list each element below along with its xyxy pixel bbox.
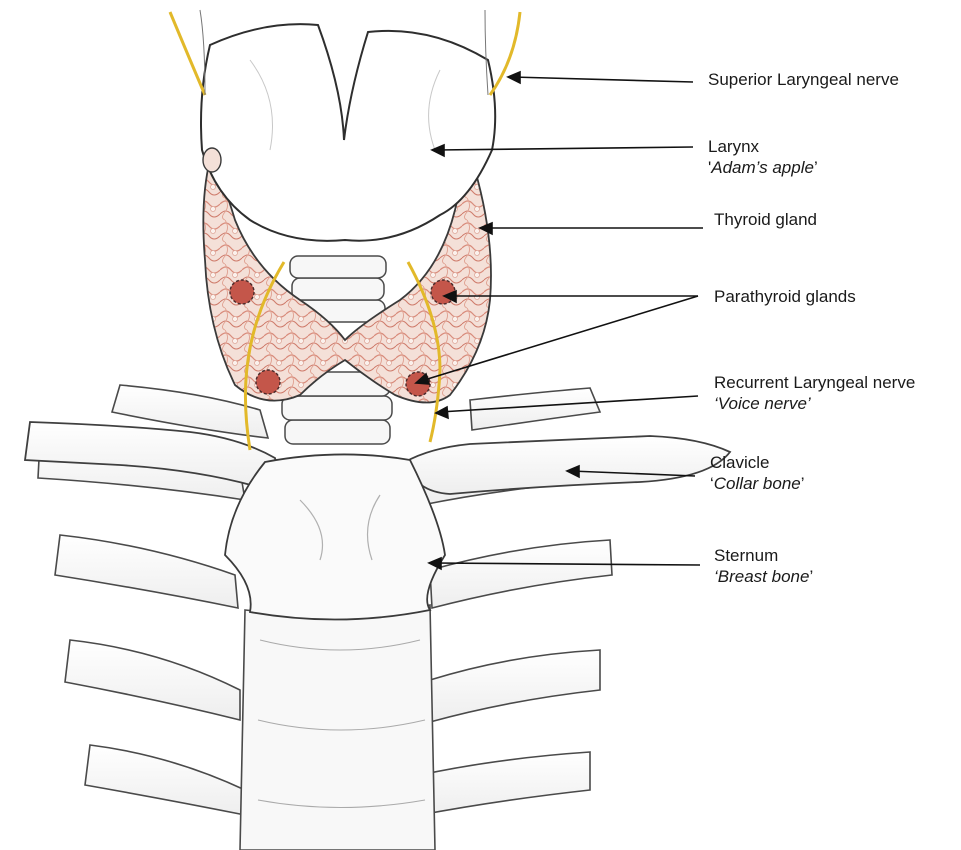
label-title: Larynx [708,137,759,156]
label-subtitle: ‘Collar bone’ [710,473,805,494]
label-title: Recurrent Laryngeal nerve [714,373,915,392]
larynx-shape [201,24,495,241]
label-larynx: Larynx 'Adam’s apple’ [708,136,818,178]
label-subtitle: ‘Voice nerve’ [714,393,915,414]
label-title: Superior Laryngeal nerve [708,70,899,89]
label-subtitle: 'Adam’s apple’ [708,157,818,178]
label-sternum: Sternum ‘Breast bone’ [714,545,813,587]
label-thyroid-gland: Thyroid gland [714,209,817,230]
label-title: Clavicle [710,453,770,472]
sternum [225,454,445,619]
label-title: Thyroid gland [714,210,817,229]
label-title: Parathyroid glands [714,287,856,306]
label-parathyroid-glands: Parathyroid glands [714,286,856,307]
label-title: Sternum [714,546,778,565]
label-recurrent-laryngeal-nerve: Recurrent Laryngeal nerve ‘Voice nerve’ [714,372,915,414]
label-clavicle: Clavicle ‘Collar bone’ [710,452,805,494]
label-subtitle: ‘Breast bone’ [714,566,813,587]
label-superior-laryngeal-nerve: Superior Laryngeal nerve [708,69,899,90]
